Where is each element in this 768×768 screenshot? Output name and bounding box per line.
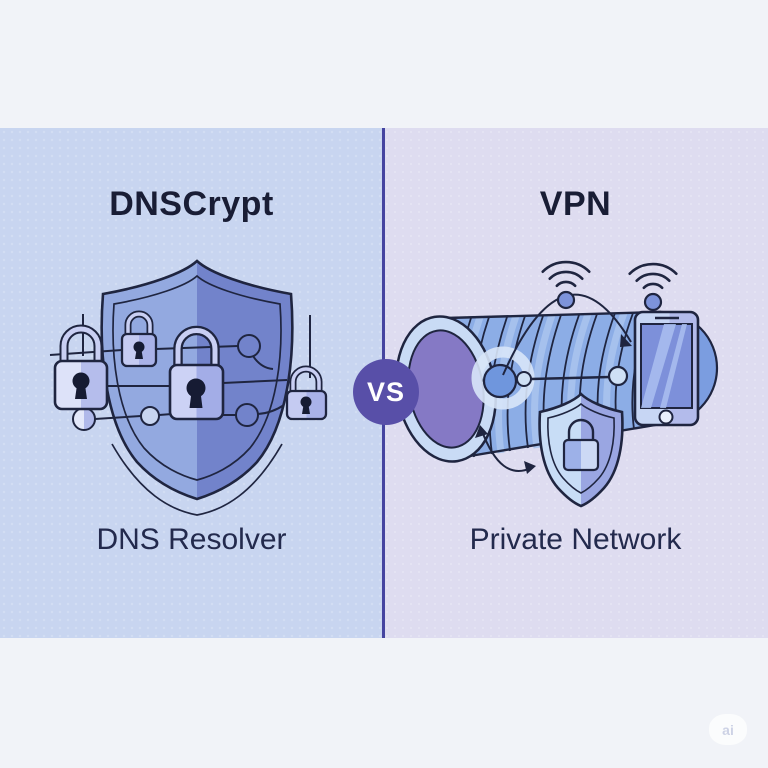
data-line bbox=[530, 375, 611, 381]
wifi-dot bbox=[556, 290, 576, 310]
network-node-icon bbox=[237, 334, 261, 358]
wifi-icon bbox=[541, 260, 591, 288]
padlock-icon bbox=[168, 325, 225, 421]
vpn-title: VPN bbox=[539, 185, 612, 223]
vpn-panel: VPN bbox=[383, 128, 768, 638]
dnscrypt-panel: DNSCrypt bbox=[0, 128, 383, 638]
ai-watermark: ai bbox=[709, 714, 747, 745]
smartphone-icon bbox=[633, 310, 700, 427]
padlock-icon bbox=[285, 365, 328, 421]
network-node-icon bbox=[235, 403, 259, 427]
padlock-icon bbox=[120, 310, 158, 368]
dnscrypt-caption: DNS Resolver bbox=[96, 523, 287, 556]
network-node-icon bbox=[72, 407, 96, 431]
vs-badge: VS bbox=[353, 359, 419, 425]
vpn-caption: Private Network bbox=[469, 523, 682, 556]
dnscrypt-title: DNSCrypt bbox=[109, 185, 274, 223]
watermark-label: ai bbox=[722, 721, 734, 738]
comparison-panels: DNSCrypt bbox=[0, 128, 768, 638]
data-node-icon bbox=[482, 363, 518, 399]
network-lines bbox=[49, 345, 288, 420]
vs-label: VS bbox=[366, 376, 406, 407]
tunnel-shield-arrow bbox=[475, 425, 536, 474]
shield-lock-icon bbox=[538, 392, 624, 508]
vpn-tunnel-illustration bbox=[395, 260, 719, 508]
shield-padlocks-illustration bbox=[49, 259, 328, 516]
wifi-dot bbox=[643, 292, 663, 312]
network-node-icon bbox=[140, 406, 160, 426]
shield-outer-echo bbox=[111, 443, 283, 516]
wifi-icon bbox=[628, 262, 678, 290]
padlock-icon bbox=[53, 324, 109, 411]
data-node-icon bbox=[516, 371, 532, 387]
data-node-icon bbox=[607, 365, 629, 387]
